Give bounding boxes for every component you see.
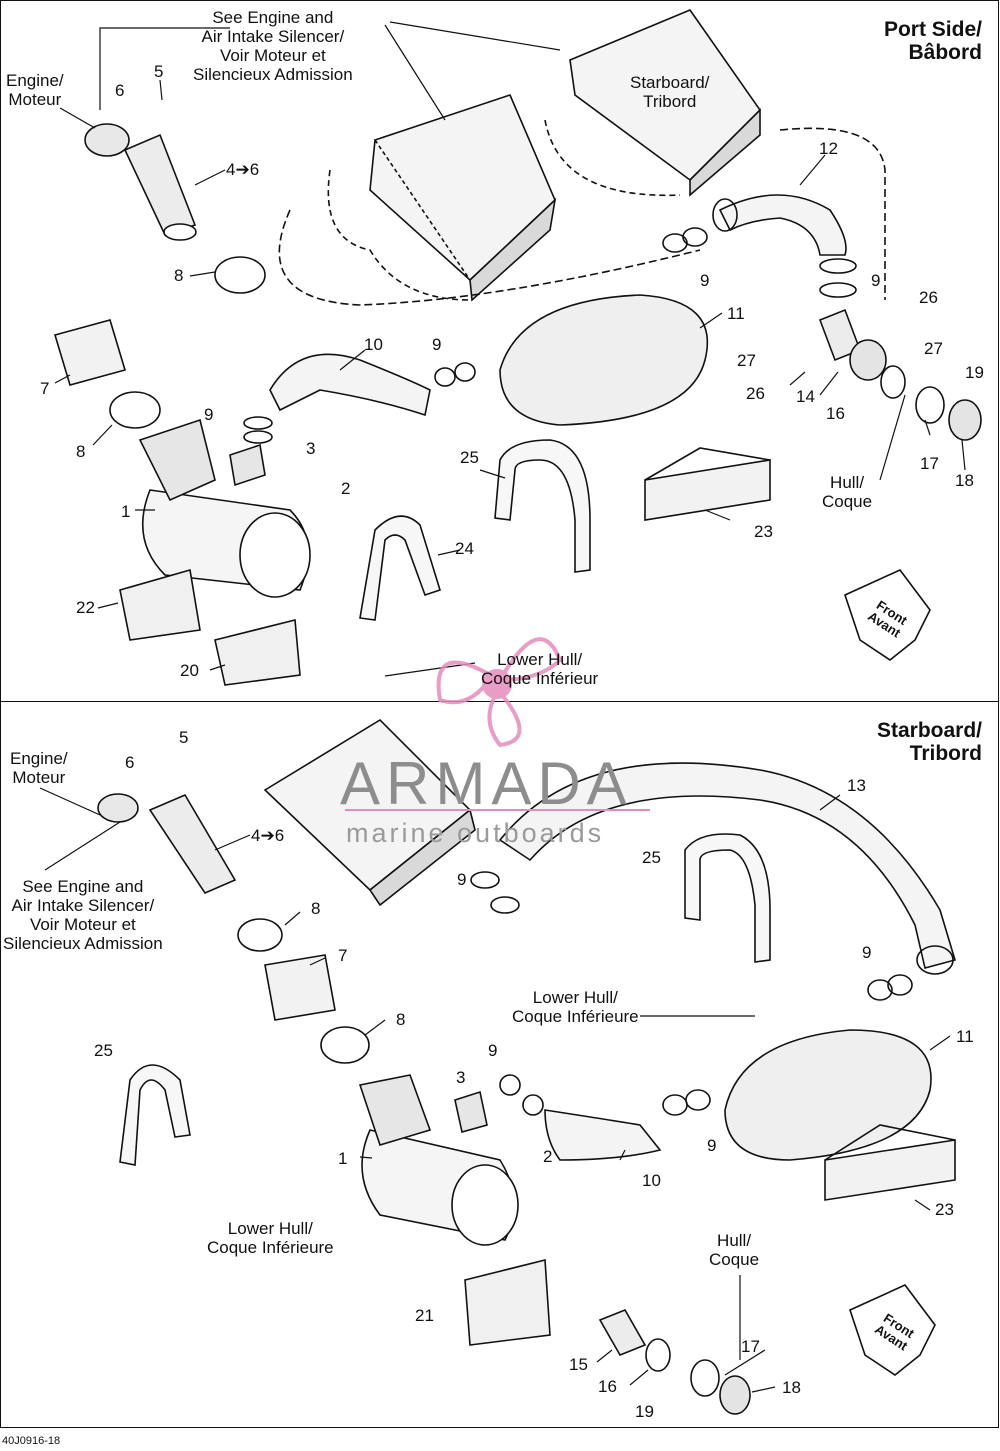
panel-title-port: Port Side/ Bâbord	[883, 18, 982, 64]
callout-20: 20	[180, 661, 199, 680]
callout-1-bottom: 1	[338, 1149, 348, 1168]
callout-6: 6	[115, 81, 125, 100]
callout-8a-bottom: 8	[311, 899, 321, 918]
callout-2: 2	[341, 479, 351, 498]
callout-11: 11	[727, 304, 745, 323]
callout-10-bottom: 10	[642, 1171, 661, 1190]
callout-17-bottom: 17	[741, 1337, 760, 1356]
silencer-port	[327, 94, 557, 302]
callout-17: 17	[920, 454, 939, 473]
callout-8a: 8	[174, 266, 184, 285]
callout-27a: 27	[924, 339, 943, 358]
lower-hull-label-right: Lower Hull/ Coque Inférieure	[512, 988, 639, 1026]
callout-9c-bottom: 9	[488, 1041, 498, 1060]
callout-13-bottom: 13	[847, 776, 866, 795]
starboard-side-panel	[0, 701, 999, 1428]
callout-9c: 9	[432, 335, 442, 354]
callout-26b: 26	[746, 384, 765, 403]
engine-label: Engine/ Moteur	[6, 71, 64, 109]
callout-10: 10	[364, 335, 383, 354]
callout-5: 5	[154, 62, 164, 81]
callout-9d: 9	[204, 405, 214, 424]
callout-25b-bottom: 25	[94, 1041, 113, 1060]
callout-8b: 8	[76, 442, 86, 461]
callout-1: 1	[121, 502, 131, 521]
callout-27b: 27	[737, 351, 756, 370]
callout-19: 19	[965, 363, 984, 382]
watermark-tagline: marine outboards	[346, 818, 605, 848]
callout-3-bottom: 3	[456, 1068, 466, 1087]
panel-title-starboard: Starboard/ Tribord	[876, 719, 982, 765]
callout-4: 4➔6	[226, 160, 260, 179]
callout-3: 3	[306, 439, 316, 458]
callout-9a: 9	[700, 271, 710, 290]
lower-hull-label: Lower Hull/ Coque Inférieur	[481, 650, 599, 688]
callout-25: 25	[460, 448, 479, 467]
callout-21-bottom: 21	[415, 1306, 434, 1325]
callout-12: 12	[819, 139, 838, 158]
callout-7-bottom: 7	[338, 946, 348, 965]
callout-9a-bottom: 9	[457, 870, 467, 889]
callout-25a-bottom: 25	[642, 848, 661, 867]
see-engine-note: See Engine and Air Intake Silencer/ Voir…	[193, 8, 353, 84]
see-engine-note-bottom: See Engine and Air Intake Silencer/ Voir…	[3, 877, 163, 953]
callout-18-bottom: 18	[782, 1378, 801, 1397]
hull-label: Hull/ Coque	[822, 473, 873, 511]
callout-23: 23	[754, 522, 773, 541]
callout-16: 16	[826, 404, 845, 423]
callout-8b-bottom: 8	[396, 1010, 406, 1029]
callout-15-bottom: 15	[569, 1355, 588, 1374]
callout-4-bottom: 4➔6	[251, 826, 285, 845]
callout-16-bottom: 16	[598, 1377, 617, 1396]
callout-19-bottom: 19	[635, 1402, 654, 1421]
callout-23-bottom: 23	[935, 1200, 954, 1219]
callout-18: 18	[955, 471, 974, 490]
callout-9b: 9	[871, 271, 881, 290]
watermark-brand: ARMADA	[340, 750, 633, 817]
callout-6-bottom: 6	[125, 753, 135, 772]
callout-26a: 26	[919, 288, 938, 307]
callout-2-bottom: 2	[543, 1147, 553, 1166]
lower-hull-label-left: Lower Hull/ Coque Inférieure	[207, 1219, 334, 1257]
callout-7: 7	[40, 379, 50, 398]
starboard-label: Starboard/ Tribord	[630, 73, 710, 111]
callout-9b-bottom: 9	[862, 943, 872, 962]
hull-label-bottom: Hull/ Coque	[709, 1231, 760, 1269]
callout-11-bottom: 11	[956, 1027, 974, 1046]
silencer-starboard	[544, 9, 762, 197]
callout-22: 22	[76, 598, 95, 617]
callout-9d-bottom: 9	[707, 1136, 717, 1155]
callout-5-bottom: 5	[179, 728, 189, 747]
watermark-propeller-icon	[436, 637, 563, 748]
figure-id: 40J0916-18	[2, 1435, 61, 1447]
callout-14: 14	[796, 387, 815, 406]
engine-label-bottom: Engine/ Moteur	[10, 749, 68, 787]
callout-24: 24	[455, 539, 474, 558]
